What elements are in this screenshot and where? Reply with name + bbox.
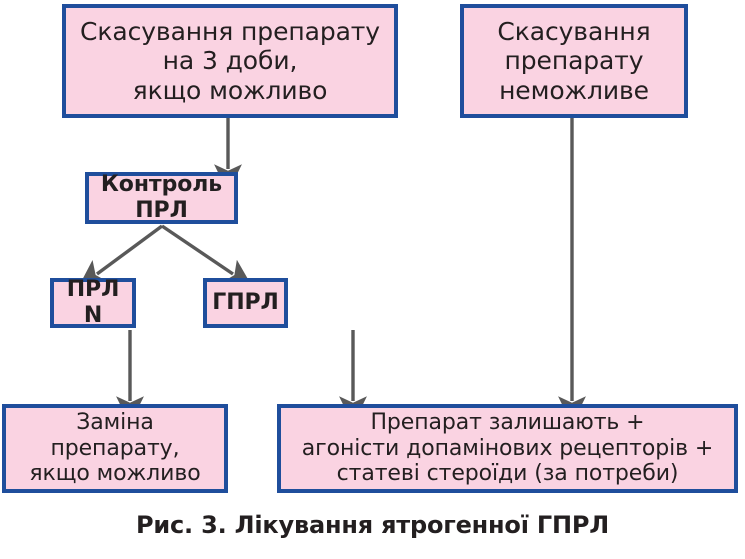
node-withdraw-impossible: Скасування препарату неможливе bbox=[460, 4, 688, 118]
node-control-prl: Контроль ПРЛ bbox=[85, 172, 238, 224]
node-hyperprl: ГПРЛ bbox=[203, 278, 288, 328]
node-keep-drug: Препарат залишають + агоністи допамінови… bbox=[277, 404, 738, 493]
figure-caption: Рис. 3. Лікування ятрогенної ГПРЛ bbox=[135, 511, 610, 539]
node-prl-normal: ПРЛ N bbox=[50, 277, 136, 328]
edge-control-to-hyperprl bbox=[161, 224, 253, 288]
edge-control-to-prl-normal bbox=[77, 224, 164, 289]
node-replace-drug: Заміна препарату, якщо можливо bbox=[2, 404, 228, 493]
node-withdraw-possible: Скасування препарату на 3 доби, якщо мож… bbox=[62, 4, 398, 118]
